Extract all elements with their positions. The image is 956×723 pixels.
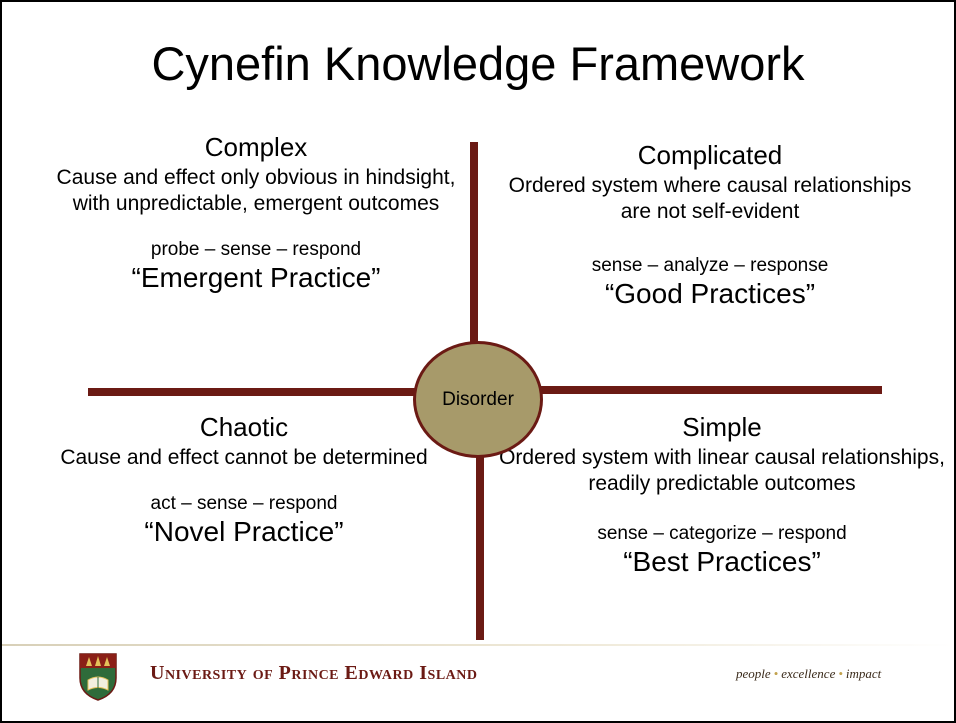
quadrant-complex: Complex Cause and effect only obvious in… xyxy=(40,131,472,295)
tagline-word: people xyxy=(736,666,771,681)
quadrant-title: Simple xyxy=(682,412,762,442)
disorder-label: Disorder xyxy=(442,388,514,410)
quadrant-complicated: Complicated Ordered system where causal … xyxy=(500,139,920,311)
horizontal-axis-right xyxy=(540,386,882,394)
tagline-separator: • xyxy=(773,666,779,681)
quadrant-practice: “Novel Practice” xyxy=(144,516,344,547)
quadrant-description: Cause and effect cannot be determined xyxy=(60,446,428,469)
vertical-axis-top xyxy=(470,142,478,372)
quadrant-chaotic: Chaotic Cause and effect cannot be deter… xyxy=(40,411,448,549)
quadrant-description: Cause and effect only obvious in hindsig… xyxy=(56,166,456,215)
quadrant-steps: sense – categorize – respond xyxy=(597,523,847,544)
tagline-separator: • xyxy=(838,666,843,681)
quadrant-steps: probe – sense – respond xyxy=(150,239,362,260)
tagline: people•excellence•impact xyxy=(736,666,881,682)
vertical-axis-bottom xyxy=(476,450,484,640)
quadrant-simple: Simple Ordered system with linear causal… xyxy=(498,411,946,579)
quadrant-description: Ordered system where causal relationship… xyxy=(508,174,912,223)
quadrant-title: Chaotic xyxy=(199,412,289,442)
university-crest-icon xyxy=(79,653,117,701)
quadrant-title: Complicated xyxy=(637,140,783,170)
horizontal-axis-left xyxy=(88,388,424,396)
tagline-word: impact xyxy=(845,666,882,681)
quadrant-steps: sense – analyze – response xyxy=(591,255,829,276)
quadrant-title: Complex xyxy=(204,132,308,162)
quadrant-steps: act – sense – respond xyxy=(150,493,338,514)
quadrant-practice: “Emergent Practice” xyxy=(131,262,381,293)
quadrant-description: Ordered system with linear causal relati… xyxy=(499,446,945,495)
footer-divider xyxy=(2,644,954,646)
quadrant-practice: “Best Practices” xyxy=(623,546,821,577)
tagline-word: excellence xyxy=(781,666,836,681)
university-name: University of Prince Edward Island xyxy=(150,662,478,684)
disorder-circle: Disorder xyxy=(413,341,543,458)
slide-title: Cynefin Knowledge Framework xyxy=(151,37,805,90)
quadrant-practice: “Good Practices” xyxy=(604,278,816,309)
